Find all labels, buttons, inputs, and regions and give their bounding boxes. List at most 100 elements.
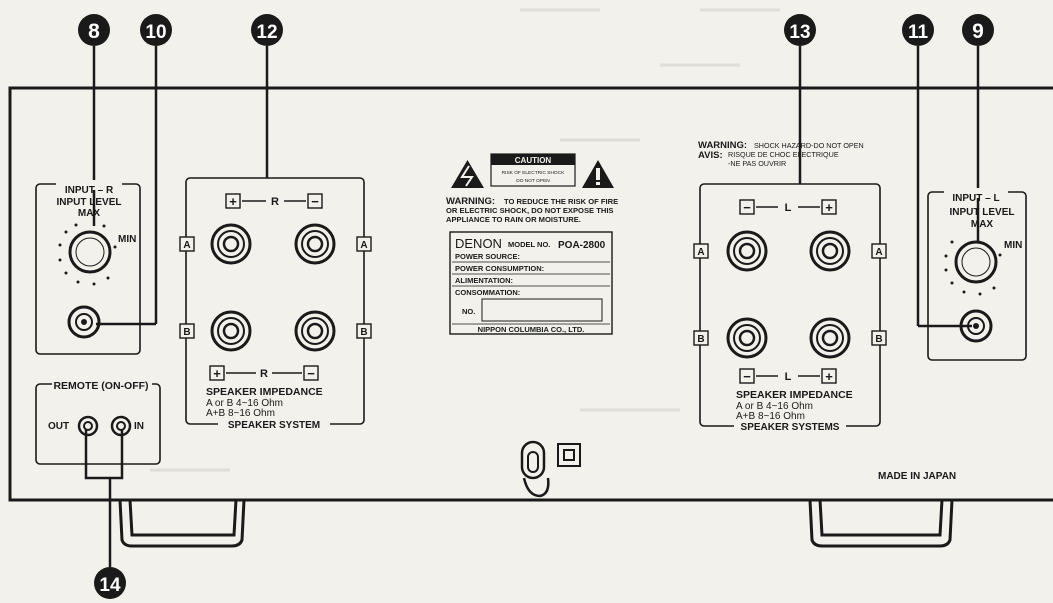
- input-r-scale-dots: [58, 223, 117, 286]
- input-r-max-label: MAX: [78, 208, 101, 219]
- shock-warning-title: WARNING:: [698, 140, 747, 151]
- speaker-l-channel-bottom: L: [785, 371, 792, 383]
- input-r-panel: INPUT – R INPUT LEVEL MAX MIN: [35, 180, 141, 355]
- speaker-l-a-plus-terminal[interactable]: [809, 230, 851, 272]
- speaker-r-plus-bottom: +: [213, 366, 221, 381]
- svg-text:13: 13: [789, 22, 810, 43]
- speaker-l-row-b-left: B: [697, 334, 704, 345]
- remote-title: REMOTE (ON-OFF): [53, 380, 148, 392]
- speaker-r-minus-bottom: −: [307, 366, 315, 381]
- rating-serial-label: NO.: [462, 307, 475, 316]
- rating-power-source: POWER SOURCE:: [455, 252, 520, 261]
- speaker-l-row-a-left: A: [697, 247, 704, 258]
- shock-avis-line-1: RISQUE DE CHOC ELECTRIQUE: [728, 150, 839, 159]
- speaker-l-system-label: SPEAKER SYSTEMS: [741, 422, 840, 433]
- speaker-r-channel-bottom: R: [260, 368, 268, 380]
- svg-text:12: 12: [256, 22, 277, 43]
- rating-maker: NIPPON COLUMBIA CO., LTD.: [478, 325, 585, 334]
- fire-warning-line-2: OR ELECTRIC SHOCK, DO NOT EXPOSE THIS: [446, 206, 614, 215]
- svg-text:14: 14: [99, 575, 121, 596]
- speaker-l-panel: WARNING: SHOCK HAZARD-DO NOT OPEN AVIS: …: [693, 140, 887, 433]
- remote-panel: REMOTE (ON-OFF) OUT IN: [35, 378, 161, 465]
- speaker-r-impedance-1: A or B 4~16 Ohm: [206, 398, 283, 409]
- speaker-r-row-b-left: B: [183, 327, 190, 338]
- speaker-r-b-minus-terminal[interactable]: [294, 310, 336, 352]
- svg-text:8: 8: [88, 20, 100, 43]
- caution-line-2: DO NOT OPEN: [516, 178, 550, 184]
- speaker-l-minus-top: −: [743, 200, 751, 215]
- shock-avis-line-2: -NE PAS OUVRIR: [728, 159, 786, 168]
- speaker-l-impedance-title: SPEAKER IMPEDANCE: [736, 389, 853, 401]
- caution-line-1: RISK OF ELECTRIC SHOCK: [502, 170, 565, 176]
- callout-13: 13: [784, 14, 816, 184]
- speaker-l-plus-bottom: +: [825, 369, 833, 384]
- remote-in-jack[interactable]: [110, 415, 132, 437]
- callout-8: 8: [78, 14, 110, 226]
- fire-warning-text: WARNING: TO REDUCE THE RISK OF FIRE OR E…: [446, 196, 618, 224]
- speaker-l-row-a-right: A: [875, 247, 882, 258]
- speaker-l-row-b-right: B: [875, 334, 882, 345]
- speaker-l-impedance-2: A+B 8~16 Ohm: [736, 411, 805, 422]
- input-l-max-label: MAX: [971, 219, 994, 230]
- rating-power-consumption: POWER CONSUMPTION:: [455, 264, 544, 273]
- speaker-l-channel-top: L: [785, 202, 792, 214]
- input-r-level-label: INPUT LEVEL: [56, 197, 121, 208]
- input-l-min-label: MIN: [1004, 240, 1022, 251]
- rating-model-label: MODEL NO.: [508, 240, 550, 249]
- speaker-r-system-label: SPEAKER SYSTEM: [228, 420, 320, 431]
- remote-out-label: OUT: [48, 421, 69, 432]
- input-l-title: INPUT – L: [952, 193, 999, 204]
- speaker-l-b-minus-terminal[interactable]: [726, 317, 768, 359]
- rating-model: POA-2800: [558, 240, 606, 251]
- shock-avis-title: AVIS:: [698, 150, 723, 161]
- svg-text:9: 9: [972, 20, 984, 43]
- speaker-l-minus-bottom: −: [743, 369, 751, 384]
- callout-14: 14: [84, 430, 126, 599]
- power-cord: [520, 440, 550, 498]
- made-in-label: MADE IN JAPAN: [878, 471, 956, 482]
- speaker-r-panel: + R − A A B B + R − SPEAKER IMPEDANCE A …: [179, 177, 372, 431]
- remote-out-jack[interactable]: [77, 415, 99, 437]
- speaker-r-row-a-left: A: [183, 240, 190, 251]
- input-l-scale-dots: [944, 240, 1002, 296]
- rating-consommation: CONSOMMATION:: [455, 288, 520, 297]
- input-l-panel: INPUT – L INPUT LEVEL MAX MIN: [927, 188, 1027, 361]
- input-r-jack[interactable]: [67, 305, 101, 339]
- speaker-r-impedance-2: A+B 8~16 Ohm: [206, 408, 275, 419]
- remote-in-label: IN: [134, 421, 144, 432]
- chassis-outline: [8, 86, 1053, 548]
- rating-alimentation: ALIMENTATION:: [455, 276, 513, 285]
- double-insulation-symbol: [557, 443, 581, 467]
- input-r-level-knob[interactable]: [68, 230, 112, 274]
- speaker-l-b-plus-terminal[interactable]: [809, 317, 851, 359]
- speaker-r-impedance-title: SPEAKER IMPEDANCE: [206, 386, 323, 398]
- speaker-r-a-plus-terminal[interactable]: [210, 223, 252, 265]
- fire-warning-line-1: TO REDUCE THE RISK OF FIRE: [504, 197, 618, 206]
- fire-warning-line-3: APPLIANCE TO RAIN OR MOISTURE.: [446, 215, 581, 224]
- speaker-r-a-minus-terminal[interactable]: [294, 223, 336, 265]
- rating-plate: DENON MODEL NO. POA-2800 POWER SOURCE: P…: [449, 231, 613, 335]
- callout-11: 11: [902, 14, 972, 328]
- svg-text:11: 11: [908, 22, 929, 43]
- svg-text:10: 10: [145, 22, 166, 43]
- caution-label: CAUTION RISK OF ELECTRIC SHOCK DO NOT OP…: [451, 153, 614, 188]
- speaker-r-row-b-right: B: [360, 327, 367, 338]
- speaker-r-plus-top: +: [229, 194, 237, 209]
- fire-warning-title: WARNING:: [446, 196, 495, 207]
- callout-10: 10: [96, 14, 172, 326]
- speaker-r-channel-top: R: [271, 196, 279, 208]
- rating-brand: DENON: [455, 236, 502, 251]
- background-bleed-through: [150, 8, 780, 472]
- input-r-min-label: MIN: [118, 234, 136, 245]
- speaker-r-b-plus-terminal[interactable]: [210, 310, 252, 352]
- callout-9: 9: [962, 14, 994, 260]
- input-l-level-label: INPUT LEVEL: [949, 207, 1014, 218]
- speaker-r-row-a-right: A: [360, 240, 367, 251]
- shock-warning-text: SHOCK HAZARD-DO NOT OPEN: [754, 141, 864, 150]
- speaker-l-a-minus-terminal[interactable]: [726, 230, 768, 272]
- input-l-level-knob[interactable]: [954, 240, 998, 284]
- input-l-jack[interactable]: [959, 309, 993, 343]
- speaker-r-minus-top: −: [311, 194, 319, 209]
- callout-12: 12: [251, 14, 283, 178]
